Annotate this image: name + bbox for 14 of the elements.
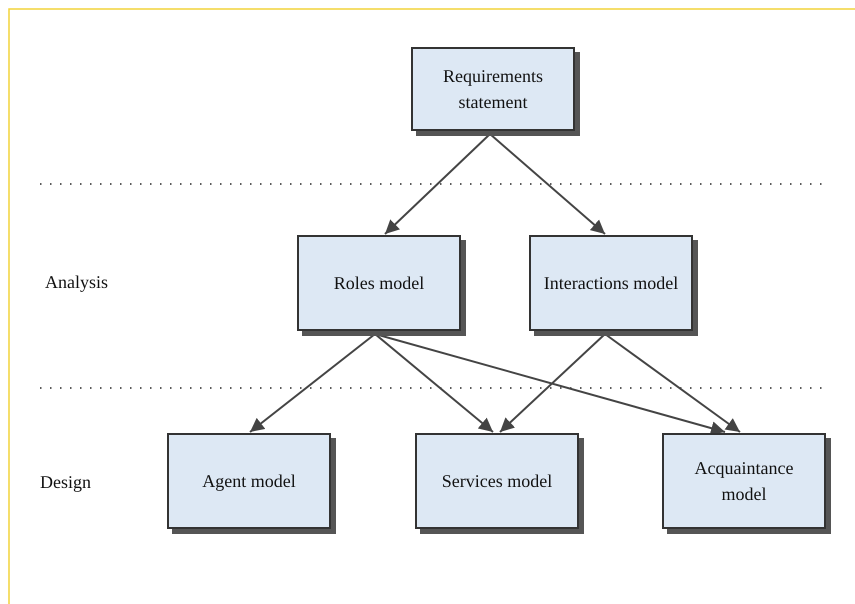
arrow xyxy=(384,133,491,235)
box-label: Acquaintance model xyxy=(694,457,794,506)
box-label: Interactions model xyxy=(542,272,680,295)
arrow xyxy=(374,333,494,433)
phase-label: Analysis xyxy=(45,272,108,293)
arrow xyxy=(604,333,741,433)
arrow xyxy=(489,133,606,235)
arrow xyxy=(249,333,376,433)
phase-label: Design xyxy=(40,472,91,493)
arrow xyxy=(499,333,606,433)
box-label: Services model xyxy=(440,470,554,493)
box-label: Agent model xyxy=(201,470,297,493)
box-label: Requirements statement xyxy=(442,65,544,114)
box-label: Roles model xyxy=(332,272,426,295)
